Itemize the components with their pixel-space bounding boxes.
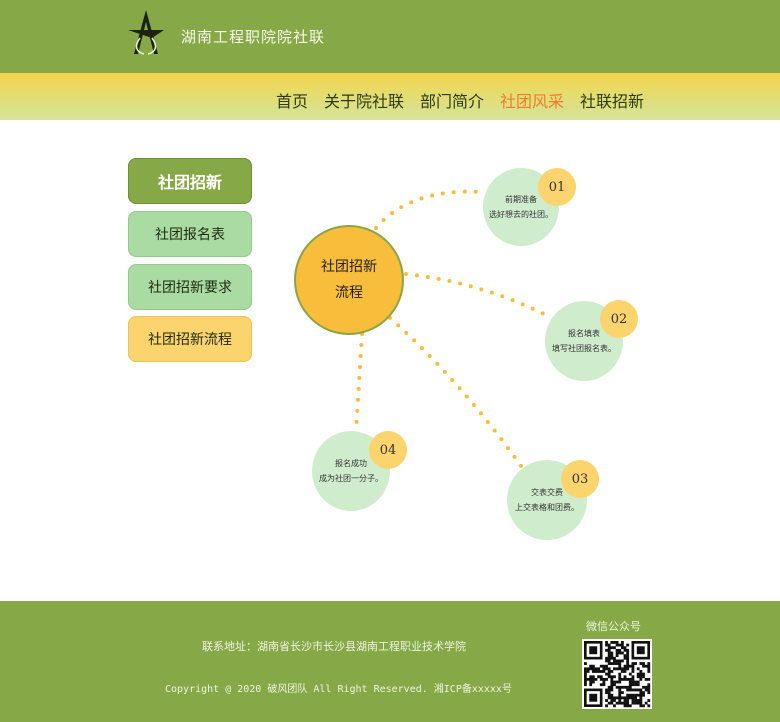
wechat-label: 微信公众号 [586,620,641,633]
footer-copyright: Copyright @ 2020 破风团队 All Right Reserved… [165,684,512,695]
flow-step-number-02: 02 [600,300,638,338]
connector-04 [354,332,364,434]
site-header: 湖南工程职院院社联 [0,0,780,73]
nav-item-club-showcase[interactable]: 社团风采 [500,92,565,111]
flow-step-title: 报名成功 [335,459,367,468]
flow-step-02: 报名填表 填写社团报名表。 [545,301,623,381]
flow-center-node: 社团招新 流程 [294,225,404,335]
flow-step-title: 交表交费 [531,488,563,497]
flow-center-line1: 社团招新 [321,259,377,275]
sidebar-item-requirements[interactable]: 社团招新要求 [128,264,252,310]
site-title[interactable]: 湖南工程职院院社联 [181,28,326,46]
site-footer: 联系地址：湖南省长沙市长沙县湖南工程职业技术学院 Copyright @ 202… [0,601,780,722]
connector-03 [388,316,526,472]
flow-step-title: 前期准备 [505,195,537,204]
qr-code-icon[interactable] [582,639,652,709]
flow-step-title: 报名填表 [568,329,600,338]
sidebar-title[interactable]: 社团招新 [128,158,252,204]
flow-step-number-04: 04 [369,431,407,469]
sidebar-item-signup-form[interactable]: 社团报名表 [128,211,252,257]
main-nav: 首页 关于院社联 部门简介 社团风采 社联招新 [0,73,780,120]
nav-item-recruitment[interactable]: 社联招新 [580,92,645,111]
flow-step-desc: 上交表格和团费。 [515,503,579,512]
nav-item-home[interactable]: 首页 [276,92,309,111]
sidebar-item-process[interactable]: 社团招新流程 [128,316,252,362]
footer-address: 联系地址：湖南省长沙市长沙县湖南工程职业技术学院 [202,640,466,653]
flow-step-number-01: 01 [538,168,576,206]
connector-01 [374,189,484,230]
connector-02 [404,272,550,318]
flow-step-number-03: 03 [561,460,599,498]
flow-step-desc: 填写社团报名表。 [552,344,616,353]
flow-step-desc: 成为社团一分子。 [319,474,383,483]
star-a-logo[interactable] [126,8,166,58]
nav-item-about[interactable]: 关于院社联 [324,92,405,111]
flow-step-desc: 选好想去的社团。 [489,210,553,219]
flow-center-line2: 流程 [335,285,363,301]
nav-item-departments[interactable]: 部门简介 [420,92,485,111]
